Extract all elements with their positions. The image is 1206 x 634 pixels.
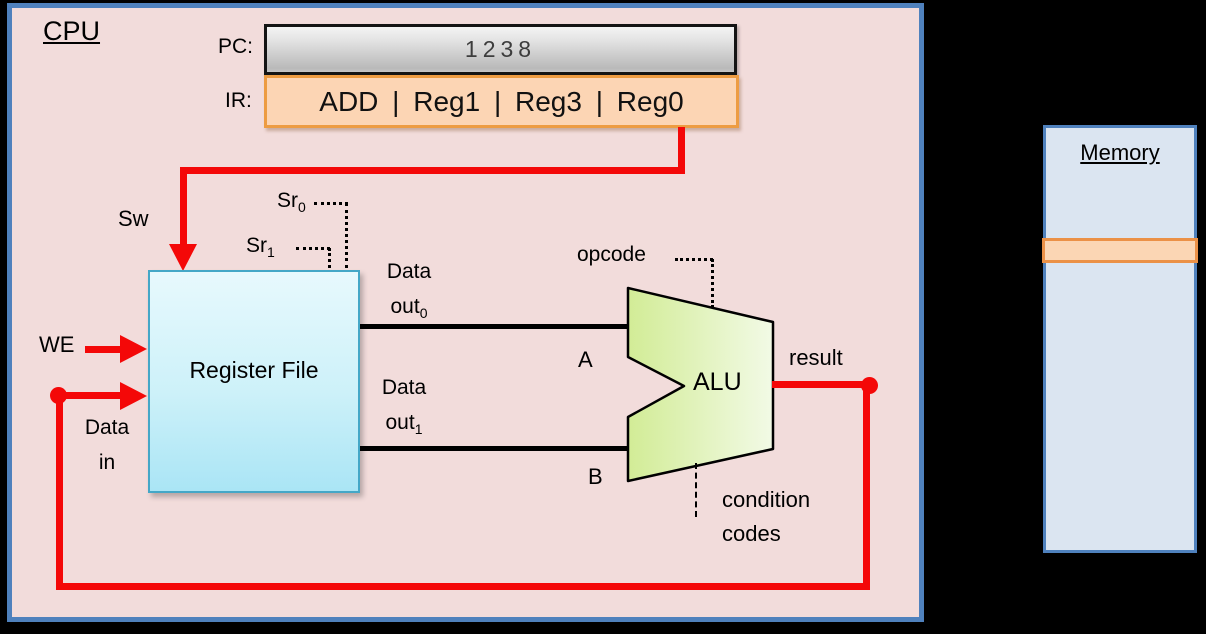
feedback-wire-left (56, 395, 63, 587)
memory-title: Memory (1080, 140, 1160, 165)
opcode-wire-v (711, 259, 714, 308)
memory-box: Memory (1042, 125, 1198, 553)
feedback-wire-bottom (56, 583, 870, 590)
alu-label: ALU (693, 368, 742, 396)
cpu-title: CPU (43, 16, 101, 46)
register-file-label: Register File (189, 357, 319, 383)
ir-label: IR: (225, 89, 252, 112)
result-label: result (789, 345, 843, 370)
condition-codes-label: condition codes (722, 487, 811, 546)
ir-value: ADD | Reg1 | Reg3 | Reg0 (319, 85, 684, 117)
opcode-wire-h (675, 258, 713, 261)
sr0-wire-v (345, 203, 348, 268)
port-b-label: B (588, 464, 603, 489)
condition-codes-wire (695, 463, 697, 517)
data-in-arrowhead-icon (120, 382, 147, 410)
sr1-label: Sr1 (246, 234, 275, 261)
opcode-label: opcode (577, 243, 646, 266)
result-wire (772, 381, 869, 388)
sw-label: Sw (118, 206, 149, 231)
port-a-label: A (578, 347, 593, 372)
we-label: WE (39, 332, 75, 357)
pc-label: PC: (218, 35, 254, 58)
ir-register: ADD | Reg1 | Reg3 | Reg0 (264, 75, 739, 128)
we-arrowhead-icon (120, 335, 147, 363)
pc-register: 1238 (264, 24, 737, 75)
wire-ir-down (678, 127, 685, 174)
memory-highlighted-row (1042, 238, 1198, 263)
sr0-wire-h (314, 202, 348, 205)
register-file-box (148, 270, 360, 493)
data-in-wire (58, 392, 120, 399)
sr0-label: Sr0 (277, 189, 306, 216)
wire-data-out0 (360, 324, 632, 329)
we-wire (85, 346, 121, 353)
data-out1-label: Data out1 (381, 376, 427, 438)
sr1-wire-v (328, 248, 331, 268)
pc-value: 1238 (464, 36, 537, 62)
sw-arrowhead-icon (169, 244, 197, 271)
wire-sw-vertical (180, 170, 187, 246)
sr1-wire-h (296, 247, 330, 250)
data-out0-label: Data out0 (386, 260, 432, 322)
wire-data-out1 (360, 446, 632, 451)
feedback-wire-right (863, 384, 870, 587)
data-in-label: Data in (84, 416, 130, 474)
wire-ir-horizontal (180, 167, 685, 174)
